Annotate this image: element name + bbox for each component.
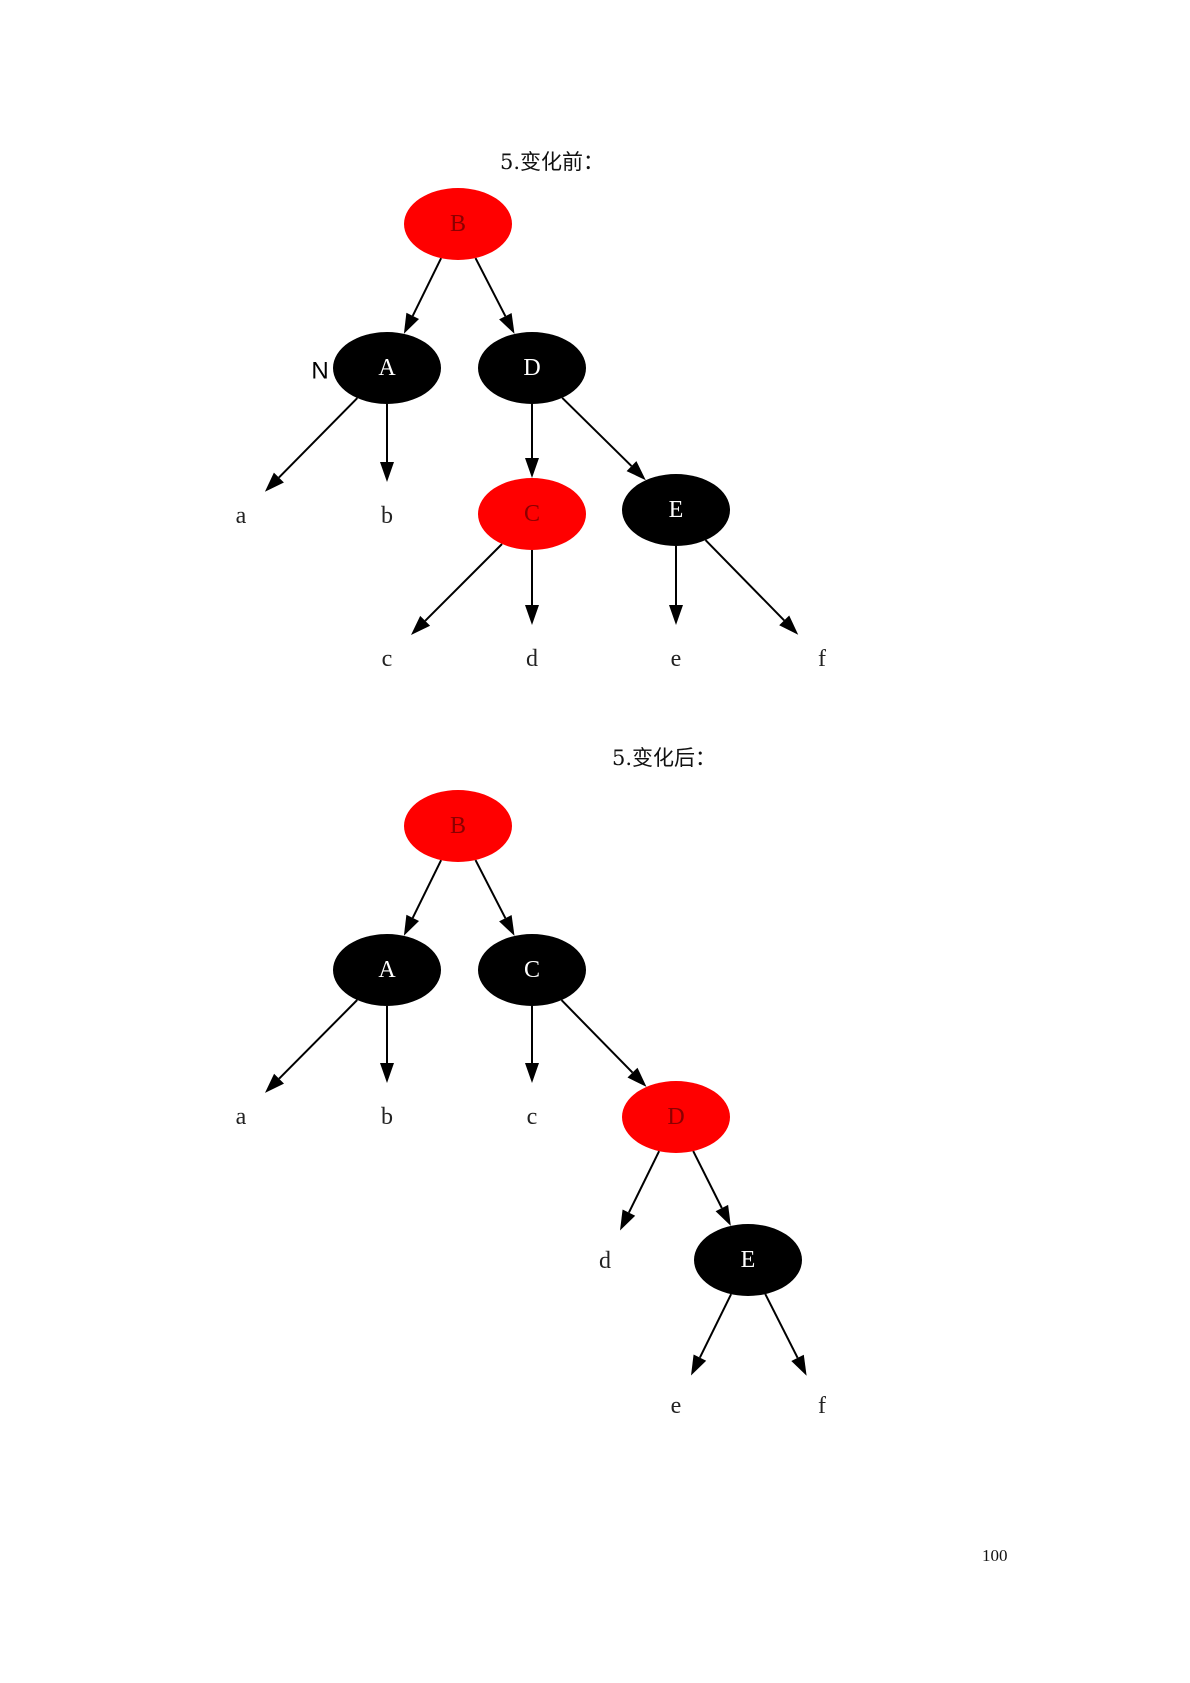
caption-before: 5.变化前：: [500, 150, 605, 174]
edge-D-E: [692, 1150, 723, 1209]
node-A-label: A: [378, 957, 396, 983]
leaf-b: b: [381, 1104, 393, 1130]
node-A-label: A: [378, 355, 396, 381]
edge-B-A: [411, 859, 442, 919]
node-C: C: [478, 478, 586, 550]
leaf-e: e: [671, 1393, 682, 1419]
arrowhead-E-f: [779, 615, 799, 635]
page-number: 100: [982, 1546, 1008, 1565]
arrowhead-E-e: [669, 605, 683, 625]
edge-B-D: [474, 257, 507, 317]
node-D-label: D: [667, 1104, 684, 1130]
node-E-ellipse: [622, 474, 730, 546]
arrowhead-E-f: [791, 1354, 807, 1376]
node-B-ellipse: [404, 188, 512, 260]
arrowhead-C-c: [525, 1063, 539, 1083]
node-E: E: [622, 474, 730, 546]
edge-C-c: [424, 543, 503, 622]
arrowhead-B-C: [499, 915, 515, 936]
arrowhead-B-D: [499, 313, 515, 334]
node-B-label: B: [450, 211, 466, 237]
arrowhead-D-E: [715, 1204, 731, 1226]
node-C-ellipse: [478, 934, 586, 1006]
node-D-ellipse: [478, 332, 586, 404]
arrowhead-A-a: [264, 472, 284, 492]
arrowhead-E-e: [691, 1354, 707, 1376]
node-B: B: [404, 188, 512, 260]
arrowhead-C-c: [411, 615, 431, 635]
arrowhead-D-d: [620, 1209, 636, 1231]
arrowhead-A-b: [380, 1063, 394, 1083]
leaf-c: c: [382, 646, 393, 672]
leaf-d: d: [526, 646, 538, 672]
node-E-label: E: [669, 497, 684, 523]
node-D-ellipse: [622, 1081, 730, 1153]
node-C-label: C: [524, 957, 540, 983]
leaf-b: b: [381, 503, 393, 529]
arrowhead-B-A: [403, 312, 419, 334]
node-B: B: [404, 790, 512, 862]
caption-after: 5.变化后：: [612, 746, 717, 770]
edge-D-d: [628, 1150, 660, 1214]
edge-B-A: [411, 257, 442, 317]
node-C: C: [478, 934, 586, 1006]
leaf-f: f: [818, 646, 826, 672]
node-E-ellipse: [694, 1224, 802, 1296]
leaf-e: e: [671, 646, 682, 672]
edge-E-e: [699, 1293, 732, 1359]
node-E: E: [694, 1224, 802, 1296]
node-C-ellipse: [478, 478, 586, 550]
node-D: D: [622, 1081, 730, 1153]
leaf-f: f: [818, 1393, 826, 1419]
node-B-label: B: [450, 813, 466, 839]
leaf-a: a: [236, 503, 247, 529]
arrowhead-C-d: [525, 605, 539, 625]
node-D: D: [478, 332, 586, 404]
node-A: A: [333, 332, 441, 404]
node-A-ellipse: [333, 934, 441, 1006]
arrowhead-A-b: [380, 462, 394, 482]
arrowhead-C-D: [627, 1067, 647, 1087]
tree-diagram-before: B A D C Ea b c d e f N: [236, 188, 826, 672]
leaf-a: a: [236, 1104, 247, 1130]
edge-D-E: [561, 397, 633, 467]
arrowhead-D-E: [626, 461, 646, 481]
side-label-N: N: [311, 358, 328, 385]
node-A: A: [333, 934, 441, 1006]
edge-C-D: [560, 999, 634, 1074]
arrowhead-D-C: [525, 458, 539, 478]
node-B-ellipse: [404, 790, 512, 862]
node-D-label: D: [523, 355, 540, 381]
node-A-ellipse: [333, 332, 441, 404]
node-E-label: E: [741, 1247, 756, 1273]
edge-E-f: [764, 1293, 799, 1359]
edge-E-f: [704, 539, 785, 622]
edge-B-C: [474, 859, 507, 919]
edge-A-a: [278, 397, 359, 479]
edge-A-a: [278, 999, 358, 1080]
node-C-label: C: [524, 501, 540, 527]
arrowhead-A-a: [265, 1073, 284, 1093]
arrowhead-B-A: [403, 914, 419, 936]
leaf-c: c: [527, 1104, 538, 1130]
leaf-d: d: [599, 1248, 611, 1274]
